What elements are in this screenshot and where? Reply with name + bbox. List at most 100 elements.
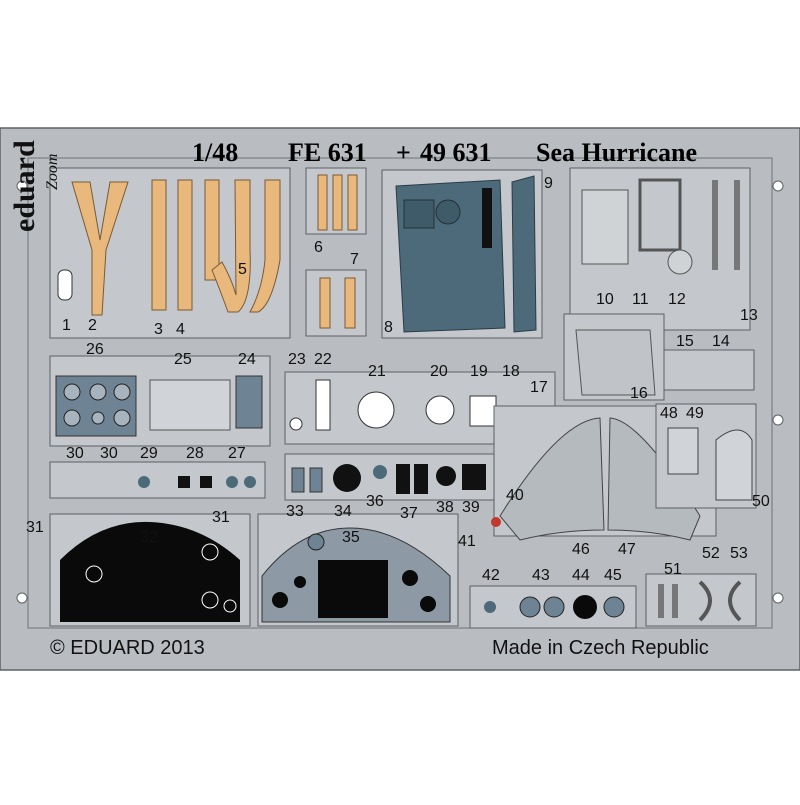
gauge [201, 543, 219, 561]
part-36c [414, 464, 428, 494]
fret-inner-border [27, 157, 773, 629]
part-33 [291, 467, 305, 493]
part-number: 31 [212, 509, 230, 526]
fe-code: FE 631 [288, 138, 367, 167]
part-10 [581, 189, 629, 265]
part-number: 11 [632, 291, 649, 308]
part-number: 18 [502, 363, 520, 380]
part-number: 46 [572, 541, 590, 558]
part-number: 13 [740, 307, 758, 324]
part-frame-14-15 [663, 349, 755, 391]
belt-part-4 [177, 179, 193, 311]
part-number: 9 [544, 175, 553, 192]
part-number: 8 [384, 319, 393, 336]
part-50 [715, 429, 753, 501]
belt-part-6a [317, 174, 328, 231]
part-number: 49 [686, 405, 704, 422]
part-11 [638, 178, 682, 252]
part-number: 29 [140, 445, 158, 462]
gauge [85, 565, 103, 583]
part-number: 35 [342, 529, 360, 546]
gauge [402, 570, 418, 586]
gauge [307, 533, 325, 551]
panel-detail [403, 199, 435, 229]
part-21 [357, 391, 395, 429]
part-number: 47 [618, 541, 636, 558]
part-number: 23 [288, 351, 306, 368]
side-panel-part-9 [511, 175, 537, 333]
belt-part-5b [249, 179, 281, 313]
part-number: 43 [532, 567, 550, 584]
part-28 [178, 476, 190, 488]
brand-logo: eduard [8, 140, 41, 232]
part-number: 41 [458, 533, 476, 550]
part-28b [200, 476, 212, 488]
part-number: 45 [604, 567, 622, 584]
part-13b [734, 180, 740, 270]
part-number: 19 [470, 363, 488, 380]
part-42 [484, 601, 496, 613]
part-number: 38 [436, 499, 454, 516]
part-number: 44 [572, 567, 590, 584]
part-number: 50 [752, 493, 770, 510]
part-number: 53 [730, 545, 748, 562]
part-number: 21 [368, 363, 386, 380]
part-27b [244, 476, 256, 488]
panel-switch [482, 188, 492, 248]
gauge [63, 409, 81, 427]
belt-part-5 [211, 179, 251, 313]
part-23 [289, 417, 303, 431]
belt-part-6c [347, 174, 358, 231]
part-24 [235, 375, 263, 429]
part-number: 40 [506, 487, 524, 504]
instrument-panel-part-32 [60, 521, 240, 622]
part-51 [658, 584, 664, 618]
belt-part-7a [319, 277, 331, 329]
part-number: 12 [668, 291, 686, 308]
part-39 [462, 464, 486, 490]
gauge [223, 599, 237, 613]
rudder-pedal-part-46 [499, 417, 605, 541]
gauge [91, 411, 105, 425]
part-number: 2 [88, 317, 97, 334]
part-34 [333, 464, 361, 492]
part-29 [138, 476, 150, 488]
part-number: 17 [530, 379, 548, 396]
belt-part-6b [332, 174, 343, 231]
gauge [89, 383, 107, 401]
belt-part-3 [151, 179, 167, 311]
belt-part-3b [204, 179, 220, 281]
instrument-cluster [318, 560, 388, 618]
mount-hole [772, 180, 784, 192]
part-number: 22 [314, 351, 332, 368]
part-52-53 [698, 580, 742, 622]
origin-text: Made in Czech Republic [492, 637, 709, 659]
belt-part-1 [57, 269, 73, 301]
part-number: 5 [238, 261, 247, 278]
belt-part-2 [71, 181, 129, 316]
gauge [113, 383, 131, 401]
plus-sign: + [396, 138, 411, 167]
part-number: 39 [462, 499, 480, 516]
part-number: 37 [400, 505, 418, 522]
scale-label: 1/48 [192, 138, 239, 167]
part-number: 36 [366, 493, 384, 510]
part-number: 51 [664, 561, 682, 578]
part-number: 10 [596, 291, 614, 308]
part-25 [149, 379, 231, 431]
part-43b [543, 596, 565, 618]
part-44 [573, 595, 597, 619]
part-number: 4 [176, 321, 185, 338]
sub-brand-logo: Zoom [44, 153, 61, 190]
part-number: 16 [630, 385, 648, 402]
part-number: 20 [430, 363, 448, 380]
part-number: 28 [186, 445, 204, 462]
mount-hole [16, 180, 28, 192]
part-number: 26 [86, 341, 104, 358]
gauge [201, 591, 219, 609]
part-19 [469, 395, 497, 427]
mount-hole [772, 592, 784, 604]
gauge [294, 576, 306, 588]
part-number: 30 [66, 445, 84, 462]
